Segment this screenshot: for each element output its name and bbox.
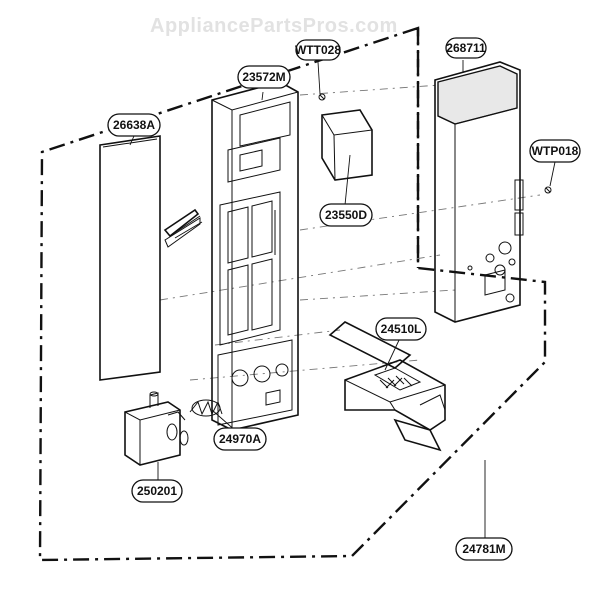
- callout-label-23572m: 23572M: [242, 70, 285, 84]
- callout-wtp018: WTP018: [529, 139, 581, 163]
- callout-24510l: 24510L: [375, 317, 427, 341]
- screw-part-wtt028: [318, 93, 326, 101]
- door-lever-part: [328, 321, 446, 452]
- callout-24970a: 24970A: [213, 427, 267, 451]
- membrane-panel-part: [99, 135, 203, 381]
- leader-lines: [129, 60, 556, 538]
- callout-label-250201: 250201: [137, 484, 177, 498]
- callout-label-23550d: 23550D: [325, 208, 367, 222]
- callout-268711: 268711: [445, 37, 487, 59]
- pcb-assembly-part: [434, 61, 524, 323]
- alignment-lines: [159, 84, 541, 381]
- callout-250201: 250201: [131, 479, 183, 503]
- callout-26638a: 26638A: [107, 113, 161, 137]
- callout-wtt028: WTT028: [295, 39, 341, 61]
- window-pad-part: [321, 109, 373, 181]
- screw-part-wtp018: [544, 186, 552, 194]
- watermark-text: AppliancePartsPros.com: [150, 15, 398, 37]
- assembly-boundary: [38, 26, 547, 562]
- callout-24781m: 24781M: [455, 537, 513, 561]
- callout-label-26638a: 26638A: [113, 118, 155, 132]
- spring-part: [189, 399, 223, 417]
- control-panel-housing-part: [211, 81, 299, 431]
- callout-label-wtp018: WTP018: [532, 144, 579, 158]
- callout-label-268711: 268711: [446, 41, 486, 55]
- callout-label-24781m: 24781M: [462, 542, 505, 556]
- callout-label-24510l: 24510L: [381, 322, 422, 336]
- callout-23572m: 23572M: [237, 65, 291, 89]
- callout-23550d: 23550D: [319, 203, 373, 227]
- callout-label-wtt028: WTT028: [295, 43, 341, 57]
- push-button-part: [124, 391, 189, 466]
- callout-label-24970a: 24970A: [219, 432, 261, 446]
